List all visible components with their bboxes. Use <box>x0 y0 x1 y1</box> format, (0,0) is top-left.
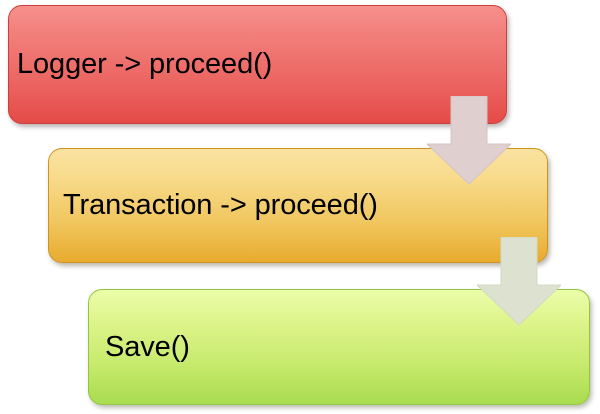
process-box-logger[interactable]: Logger -> proceed() <box>8 5 507 124</box>
arrow-down-icon-logger-to-transaction <box>427 96 511 184</box>
arrow-down-shape <box>477 237 561 325</box>
process-box-transaction[interactable]: Transaction -> proceed() <box>48 148 548 263</box>
process-box-transaction-label: Transaction -> proceed() <box>63 189 378 221</box>
process-box-logger-label: Logger -> proceed() <box>17 48 273 80</box>
arrow-down-shape <box>427 96 511 184</box>
arrow-down-polygon <box>477 237 561 325</box>
arrow-down-icon-transaction-to-save <box>477 237 561 325</box>
arrow-down-polygon <box>427 96 511 184</box>
process-box-save-label: Save() <box>105 330 190 363</box>
